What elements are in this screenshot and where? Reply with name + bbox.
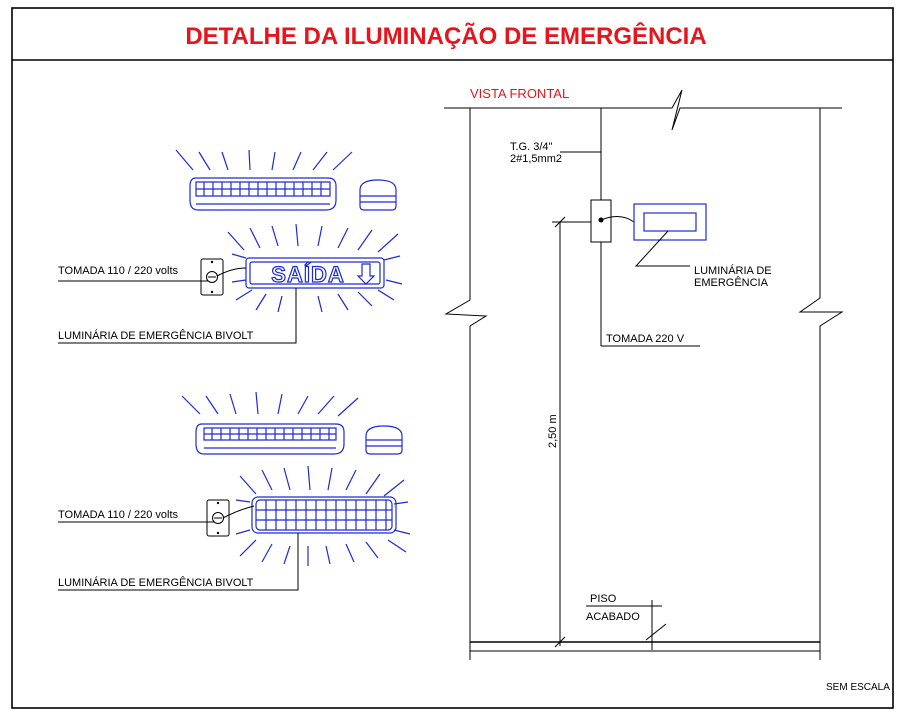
exit-sign-fixture: SAÍDA (245, 257, 385, 289)
dimension-tick-top (554, 216, 566, 228)
page-title: DETALHE DA ILUMINAÇÃO DE EMERGÊNCIA (185, 22, 706, 50)
socket-label-2: TOMADA 110 / 220 volts (58, 509, 179, 521)
luminaire-front (633, 203, 707, 241)
right-wall (798, 108, 844, 642)
fixture-cord (600, 216, 635, 223)
wall-socket-2 (206, 499, 255, 537)
height-dimension-label: 2,50 m (547, 414, 559, 448)
front-view-title: VISTA FRONTAL (470, 86, 569, 101)
rays-top-1 (175, 149, 353, 171)
emergency-fixture-side-view-1 (189, 177, 337, 211)
rays-grid-fixture (235, 465, 411, 566)
fixture-grid-2 (204, 428, 336, 449)
grid-emergency-fixture (251, 496, 397, 534)
emergency-fixture-side-view-2 (195, 423, 345, 455)
outlet-label: TOMADA 220 V (606, 333, 685, 345)
ceiling-line (444, 89, 842, 131)
conduit-label-2: 2#1,5mm2 (510, 153, 562, 165)
floor-label-2: ACABADO (586, 611, 640, 623)
emergency-fixture-end-view-2 (365, 425, 403, 455)
luminaire-label-1: LUMINÁRIA DE (694, 264, 772, 277)
fixture-label-2: LUMINÁRIA DE EMERGÊNCIA BIVOLT (58, 576, 254, 589)
leader-fixture-1 (58, 288, 297, 344)
wall-socket-1 (200, 258, 247, 296)
socket-label-1: TOMADA 110 / 220 volts (58, 265, 179, 277)
luminaire-leader (634, 230, 690, 267)
leader-fixture-2 (58, 533, 299, 591)
left-wall (444, 108, 488, 642)
rays-exit-sign (227, 223, 403, 313)
emergency-fixture-end-view-1 (359, 179, 397, 211)
conduit-label-1: T.G. 3/4" (510, 141, 553, 153)
luminaire-label-2: EMERGÊNCIA (694, 276, 769, 289)
fixture-grid-1 (196, 182, 330, 205)
floor-label-1: PISO (590, 593, 617, 605)
rays-top-2 (181, 391, 359, 417)
exit-arrow-down-icon (356, 263, 376, 285)
scale-note: SEM ESCALA (826, 682, 890, 693)
floor-level-arrow (645, 623, 667, 641)
fixture-label-1: LUMINÁRIA DE EMERGÊNCIA BIVOLT (58, 329, 254, 342)
sheet-border (11, 7, 894, 709)
exit-sign-text: SAÍDA (271, 262, 344, 287)
dimension-tick-bottom (554, 636, 566, 648)
luminaire-lens (643, 212, 697, 232)
